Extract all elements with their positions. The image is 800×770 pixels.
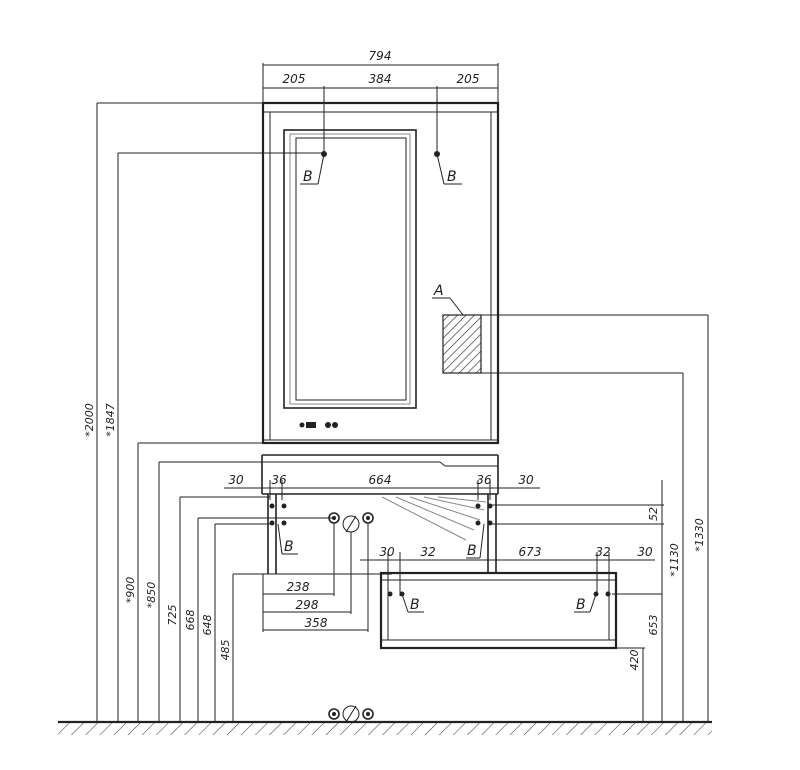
callout-b-counter-right: B <box>466 523 485 559</box>
dim-height-mirror: *1847 <box>104 403 117 437</box>
pipe-group-upper <box>328 512 374 533</box>
dim-pipe-298: 298 <box>296 598 319 612</box>
dim-counter-span: 664 <box>369 473 392 487</box>
callout-b-drawer-right: B <box>574 593 597 613</box>
callout-b-mirror-left: B <box>300 151 327 185</box>
svg-text:B: B <box>284 539 294 555</box>
dim-pipe-238: 238 <box>287 580 310 594</box>
drawer-dimensions: 30 32 673 32 30 <box>360 545 655 597</box>
svg-text:B: B <box>467 543 477 559</box>
width-dimension: 794 205 384 205 <box>262 49 499 154</box>
dim-center-span: 384 <box>369 72 392 86</box>
svg-text:A: A <box>433 283 444 299</box>
dim-total-width: 794 <box>369 49 392 63</box>
dim-counter-left-30: 30 <box>228 473 244 487</box>
counter-dimensions: 30 36 664 36 30 <box>224 473 540 526</box>
dim-height-485: 485 <box>219 640 232 661</box>
dim-offset-52: 52 <box>647 507 660 521</box>
dim-drawer-left-32: 32 <box>420 545 435 559</box>
drawer-unit <box>379 571 618 650</box>
floor <box>58 720 712 735</box>
dim-height-725: 725 <box>166 605 179 626</box>
dim-height-shelf: *1330 <box>693 518 706 552</box>
dim-drawer-span: 673 <box>519 545 542 559</box>
dim-height-653: 653 <box>647 615 660 636</box>
dim-height-cabinet-top: *1130 <box>668 543 681 577</box>
dim-counter-left-36: 36 <box>271 473 287 487</box>
dim-pipe-358: 358 <box>305 616 328 630</box>
switch-icon <box>332 422 338 428</box>
dim-counter-right-36: 36 <box>476 473 492 487</box>
switch-icon <box>325 422 331 428</box>
dim-drawer-left-30: 30 <box>379 545 395 559</box>
dim-drawer-right-30: 30 <box>637 545 653 559</box>
switch-panel <box>306 422 316 428</box>
pipe-dimensions: 238 298 358 <box>262 524 369 632</box>
callout-b-drawer-left: B <box>401 593 424 613</box>
dim-height-total: *2000 <box>83 403 96 437</box>
dim-drawer-right-32: 32 <box>595 545 610 559</box>
callout-b-mirror-right: B <box>434 151 462 185</box>
dim-counter-right-30: 30 <box>518 473 534 487</box>
socket-a-box <box>442 314 482 374</box>
callout-b-counter-left: B <box>277 523 298 555</box>
svg-text:B: B <box>410 597 420 613</box>
dim-right-offset: 205 <box>457 72 480 86</box>
callout-a-socket: A <box>432 283 464 316</box>
svg-text:B: B <box>576 597 586 613</box>
dim-left-offset: 205 <box>283 72 306 86</box>
left-height-dimensions: *2000 *1847 *900 *850 725 668 648 485 <box>83 102 392 722</box>
right-height-dimensions: *1330 *1130 52 653 420 <box>481 314 709 722</box>
mirror-cabinet <box>261 101 500 445</box>
pipe-group-floor <box>328 705 374 723</box>
svg-text:B: B <box>447 169 457 185</box>
svg-text:B: B <box>303 169 313 185</box>
dim-height-counter: *900 <box>124 577 137 604</box>
switch-icon <box>299 422 305 428</box>
dim-height-850: *850 <box>145 582 158 609</box>
dim-height-648: 648 <box>201 615 214 636</box>
dim-height-420: 420 <box>628 650 641 671</box>
dim-height-668: 668 <box>184 610 197 631</box>
